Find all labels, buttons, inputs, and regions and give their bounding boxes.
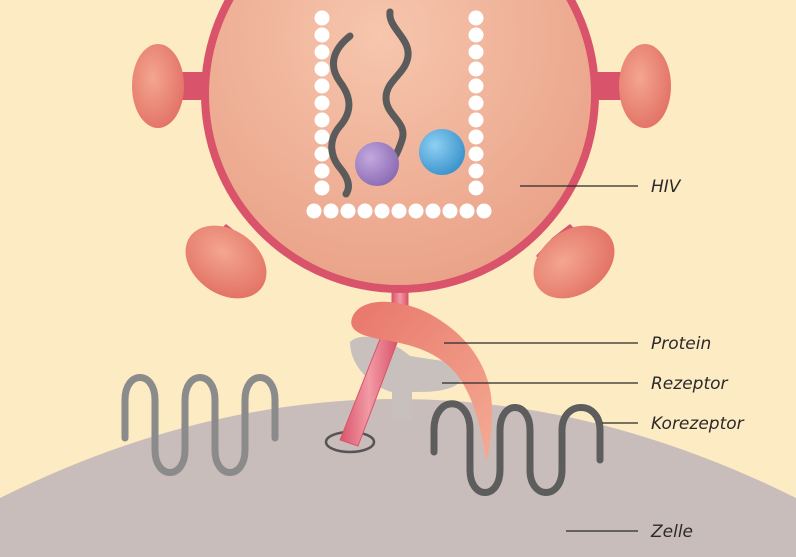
capsid-dot <box>469 130 484 145</box>
capsid-dot <box>315 11 330 26</box>
capsid-dot <box>315 28 330 43</box>
label-hiv: HIV <box>651 177 682 197</box>
capsid-dot <box>469 79 484 94</box>
capsid-dot <box>469 28 484 43</box>
capsid-dot <box>469 11 484 26</box>
capsid-dot <box>358 204 373 219</box>
capsid-dot <box>426 204 441 219</box>
label-rezeptor: Rezeptor <box>651 374 729 394</box>
spike-top-left <box>132 44 184 128</box>
enzyme-blue <box>419 129 465 175</box>
capsid-dot <box>392 204 407 219</box>
capsid-dot <box>469 113 484 128</box>
capsid-dot <box>315 130 330 145</box>
capsid-dot <box>315 96 330 111</box>
capsid-dot <box>469 164 484 179</box>
capsid-dot <box>469 62 484 77</box>
label-zelle: Zelle <box>650 522 693 542</box>
capsid-dot <box>469 181 484 196</box>
capsid-dot <box>315 45 330 60</box>
capsid-dot <box>409 204 424 219</box>
label-korezeptor: Korezeptor <box>651 414 745 434</box>
capsid-dot <box>307 204 322 219</box>
capsid-dot <box>443 204 458 219</box>
capsid-dot <box>469 147 484 162</box>
capsid-dot <box>315 147 330 162</box>
capsid-dot <box>315 79 330 94</box>
spike-top-right <box>619 44 671 128</box>
capsid-dot <box>469 45 484 60</box>
capsid-dot <box>315 181 330 196</box>
label-protein: Protein <box>651 334 711 354</box>
capsid-dot <box>315 164 330 179</box>
capsid-dot <box>315 113 330 128</box>
capsid-dot <box>469 96 484 111</box>
capsid-dot <box>324 204 339 219</box>
capsid-dot <box>460 204 475 219</box>
capsid-dot <box>477 204 492 219</box>
capsid-dot <box>341 204 356 219</box>
enzyme-purple <box>355 142 399 186</box>
capsid-dot <box>375 204 390 219</box>
capsid-dot <box>315 62 330 77</box>
